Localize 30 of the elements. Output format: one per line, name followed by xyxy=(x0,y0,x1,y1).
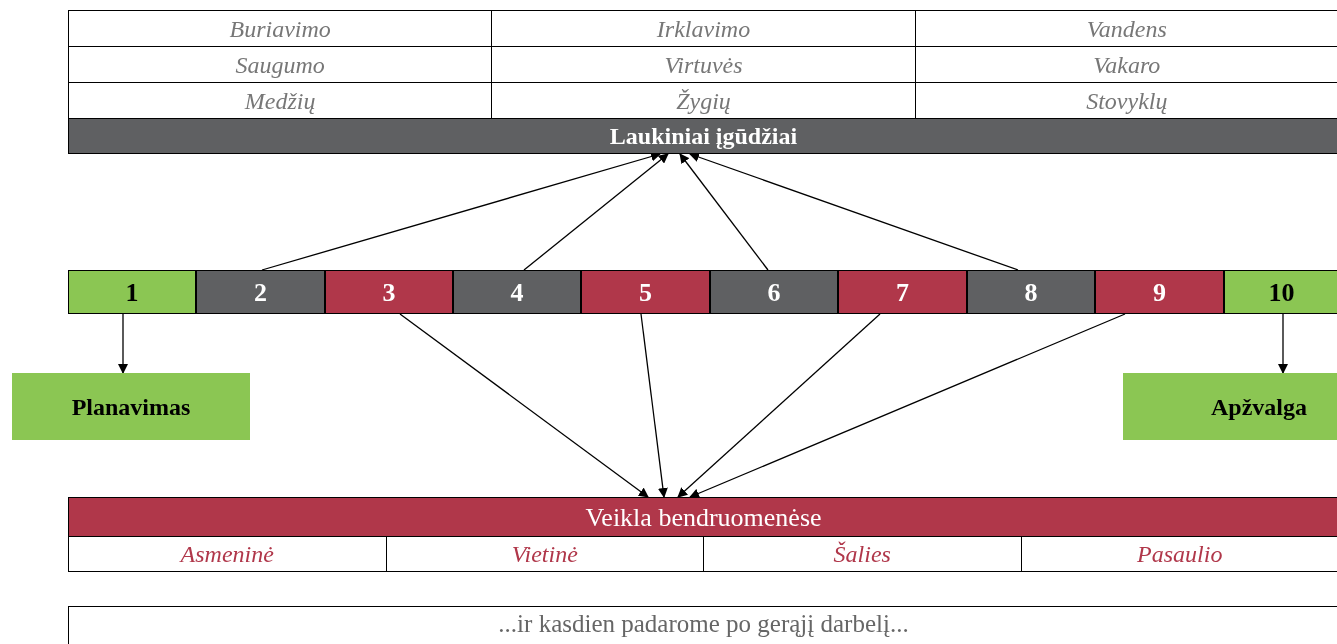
arrow xyxy=(679,153,769,271)
step-cell: 1 xyxy=(68,270,196,314)
arrow xyxy=(689,313,1126,499)
arrow xyxy=(523,153,669,271)
step-cell: 7 xyxy=(838,270,967,314)
table-cell: Vandens xyxy=(915,11,1337,47)
phase-box: Planavimas xyxy=(12,373,250,440)
table-cell: Virtuvės xyxy=(492,47,916,83)
note-box: ...ir kasdien padarome po gerąjį darbelį... xyxy=(68,606,1337,644)
arrow xyxy=(399,313,649,498)
step-cell: 10 xyxy=(1224,270,1337,314)
step-cell: 4 xyxy=(453,270,581,314)
step-cell: 9 xyxy=(1095,270,1224,314)
arrow xyxy=(677,313,881,498)
header-band: Laukiniai įgūdžiai xyxy=(68,118,1337,154)
phase-box: Apžvalga xyxy=(1123,373,1337,440)
arrow xyxy=(118,313,128,374)
step-cell: 8 xyxy=(967,270,1095,314)
step-cell: 5 xyxy=(581,270,710,314)
table-cell: Saugumo xyxy=(69,47,493,83)
step-cell: 3 xyxy=(325,270,453,314)
step-cell: 6 xyxy=(710,270,838,314)
arrow xyxy=(689,152,1019,271)
header-band: Veikla bendruomenėse xyxy=(68,497,1337,537)
table-cell: Buriavimo xyxy=(69,11,493,47)
arrow xyxy=(1278,313,1288,374)
table-cell: Vakaro xyxy=(915,47,1337,83)
step-cell: 2 xyxy=(196,270,325,314)
table-cell: Irklavimo xyxy=(492,11,916,47)
arrow xyxy=(640,313,668,498)
